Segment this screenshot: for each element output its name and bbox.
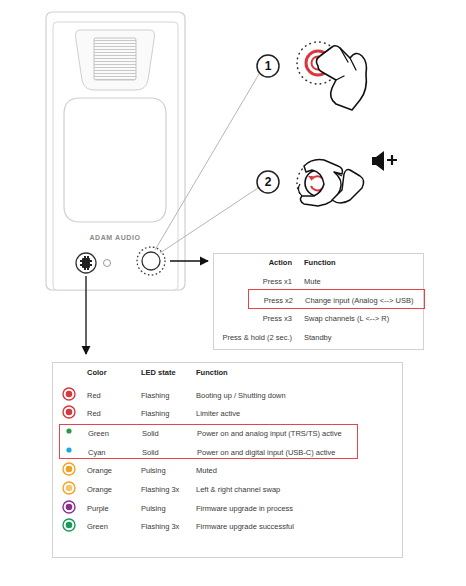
highlight-row: Press x2 Change input (Analog <--> USB) [248,289,425,309]
table-cell: Mute [304,277,321,286]
table-cell: Orange [87,485,112,494]
table-cell: Power on and digital input (USB-C) activ… [197,448,335,457]
leader-line [155,74,259,253]
table-cell: Press x1 [263,277,292,286]
volume-up-symbol [372,151,397,171]
led-table: ColorLED stateFunctionRedFlashingBooting… [52,362,403,558]
table-cell: Firmware upgrade successful [196,522,294,531]
table-cell: Purple [87,504,109,513]
table-cell: Left & right channel swap [196,485,280,494]
speaker-housing [46,12,185,290]
press-icon [297,42,367,110]
table-cell: LED state [141,368,176,377]
table-cell: Function [196,368,228,377]
table-cell: Pulsing [141,466,166,475]
table-cell: Green [87,522,108,531]
table-cell: Standby [304,333,332,342]
table-cell: Solid [142,448,159,457]
table-cell: Flashing 3x [141,522,179,531]
led-sample [63,388,75,531]
table-cell: Solid [142,429,159,438]
table-cell: Flashing [141,391,169,400]
brand-label: ADAM AUDIO [89,234,140,241]
pointer-arrow [170,260,208,261]
table-cell: Cyan [88,448,106,457]
table-cell: Change input (Analog <--> USB) [305,296,413,305]
callout-number: 2 [265,175,272,189]
table-cell: Red [87,409,101,418]
table-cell: Action [269,258,292,267]
pointer-arrow [85,276,86,354]
table-cell: Color [87,368,107,377]
callout-circle [257,55,279,77]
callout-number: 1 [265,59,272,73]
table-cell: Green [88,429,109,438]
table-cell: Press x3 [263,314,292,323]
table-cell: Press x2 [264,296,293,305]
rotate-icon [297,151,397,206]
table-cell: Firmware upgrade in process [196,504,293,513]
table-cell: Muted [196,466,217,475]
table-cell: Flashing 3x [141,485,179,494]
table-cell: Booting up / Shutting down [196,391,286,400]
table-cell: Orange [87,466,112,475]
callout-number: 2 [256,170,280,194]
table-cell: Flashing [141,409,169,418]
table-cell: Swap channels (L <--> R) [304,314,389,323]
table-cell: Pulsing [141,504,166,513]
table-cell: Power on and analog input (TRS/TS) activ… [197,429,342,438]
table-cell: Press & hold (2 sec.) [222,333,292,342]
action-table: Action FunctionPress x1 MutePress x3 Swap c… [213,253,424,350]
callout-circle [257,171,279,193]
highlight-row: GreenSolidPower on and analog input (TRS… [59,424,358,459]
callout-number: 1 [256,54,280,78]
table-cell: Limiter active [196,409,240,418]
table-cell: Function [304,258,336,267]
table-cell: Red [87,391,101,400]
